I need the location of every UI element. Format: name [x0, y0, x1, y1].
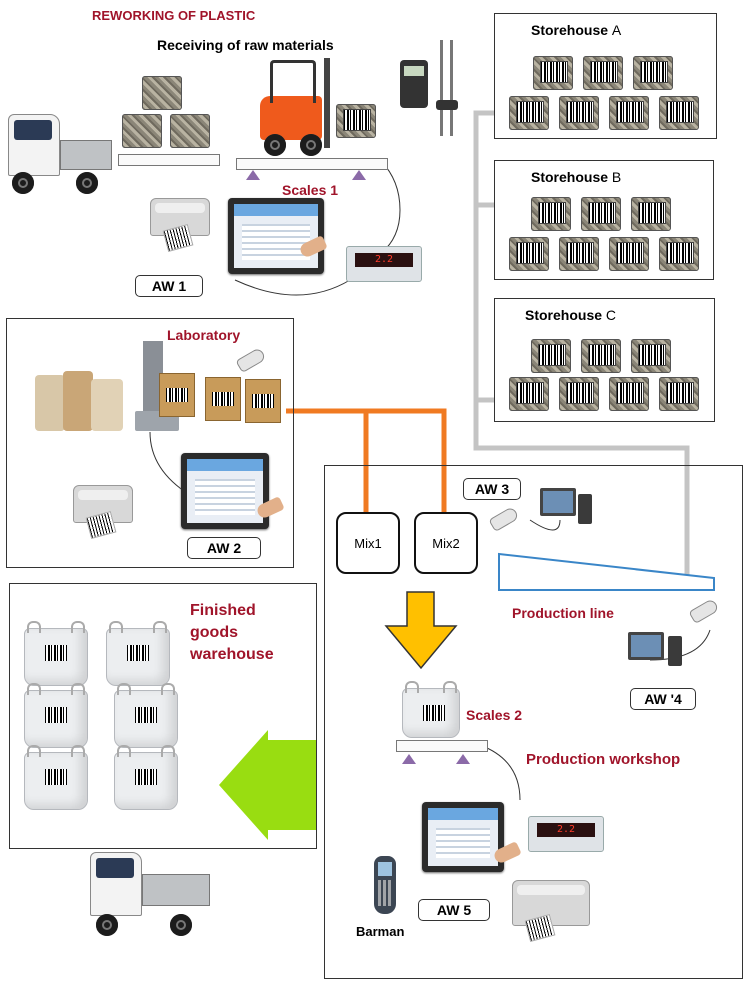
bigbag-icon [24, 683, 88, 748]
storehouse-c: Storehouse C [494, 298, 715, 422]
storehouse-a-title: Storehouse [531, 22, 609, 38]
aw3-label: AW 3 [463, 478, 521, 500]
storehouse-c-letter: C [605, 307, 617, 323]
bigbag-icon [24, 621, 88, 686]
barman-label: Barman [356, 924, 405, 939]
receiving-title: Receiving of raw materials [157, 37, 334, 53]
left-arrow [219, 730, 316, 840]
aw3-tower-icon [578, 494, 592, 524]
scales1-label: Scales 1 [282, 182, 339, 198]
aw3-cable [529, 519, 561, 531]
laboratory-title: Laboratory [167, 327, 241, 343]
touch-monitor-icon [228, 198, 324, 274]
scales2-platform [396, 740, 488, 752]
aw4-computer-icon [628, 632, 664, 660]
lab-scale-icon [135, 341, 179, 437]
forklift [240, 58, 380, 163]
aw4-label: AW '4 [630, 688, 696, 710]
laboratory-panel: Laboratory AW 2 [6, 318, 294, 568]
aw1-cable [234, 279, 351, 296]
production-line-shape [498, 552, 715, 591]
bigbag-icon [24, 745, 88, 810]
bigbag-icon [114, 745, 178, 810]
sample-rolls-icon [29, 371, 129, 431]
sample-bag-icon [205, 377, 241, 421]
warehouse-title: Finished goods warehouse [190, 602, 274, 663]
production-line-label: Production line [512, 605, 614, 621]
storehouse-b-letter: B [611, 169, 622, 185]
storehouse-b: Storehouse B [494, 160, 714, 280]
scales2-indicator: 2.2 [528, 816, 604, 852]
aw5-printer-icon [512, 880, 590, 942]
scales2-bag-icon [402, 681, 460, 738]
storehouse-c-title: Storehouse [525, 307, 603, 323]
mix2-box: Mix2 [414, 512, 478, 574]
moisture-meter-icon [400, 40, 472, 140]
production-workshop-panel [324, 465, 743, 979]
storage-link-line [473, 110, 690, 575]
sample-bag-icon [159, 373, 195, 417]
production-workshop-label: Production workshop [526, 751, 681, 768]
lab-printer-icon [73, 485, 133, 539]
aw4-tower-icon [668, 636, 682, 666]
outgoing-truck [86, 848, 216, 944]
storehouse-a-letter: A [611, 22, 622, 38]
aw2-label: AW 2 [187, 537, 261, 559]
scales2-support-icon [402, 754, 416, 764]
aw5-monitor-icon [422, 802, 504, 872]
page-title: REWORKING OF PLASTIC [92, 8, 256, 23]
incoming-truck [4, 110, 114, 200]
scales1-support-icon [246, 170, 260, 180]
scales1-support-icon [352, 170, 366, 180]
scales1-indicator: 2.2 [346, 246, 422, 282]
scales2-label: Scales 2 [466, 707, 523, 723]
label-printer-icon [150, 198, 210, 252]
scales1-platform [236, 158, 388, 170]
down-arrow [384, 591, 458, 670]
aw3-computer-icon [540, 488, 576, 516]
mix2-link-line [286, 408, 447, 512]
sample-bag-icon [245, 379, 281, 423]
storehouse-a: Storehouse A [494, 13, 717, 139]
raw-material-bales [118, 72, 228, 166]
barman-terminal-icon [374, 856, 396, 914]
scales2-support-icon [456, 754, 470, 764]
bigbag-icon [114, 683, 178, 748]
mix1-box: Mix1 [336, 512, 400, 574]
aw1-label: AW 1 [135, 275, 203, 297]
bigbag-icon [106, 621, 170, 686]
aw5-label: AW 5 [418, 899, 490, 921]
finished-goods-warehouse: Finished goods warehouse [9, 583, 317, 849]
storehouse-b-title: Storehouse [531, 169, 609, 185]
lab-monitor-icon [181, 453, 269, 529]
lab-scanner-icon [235, 346, 267, 374]
